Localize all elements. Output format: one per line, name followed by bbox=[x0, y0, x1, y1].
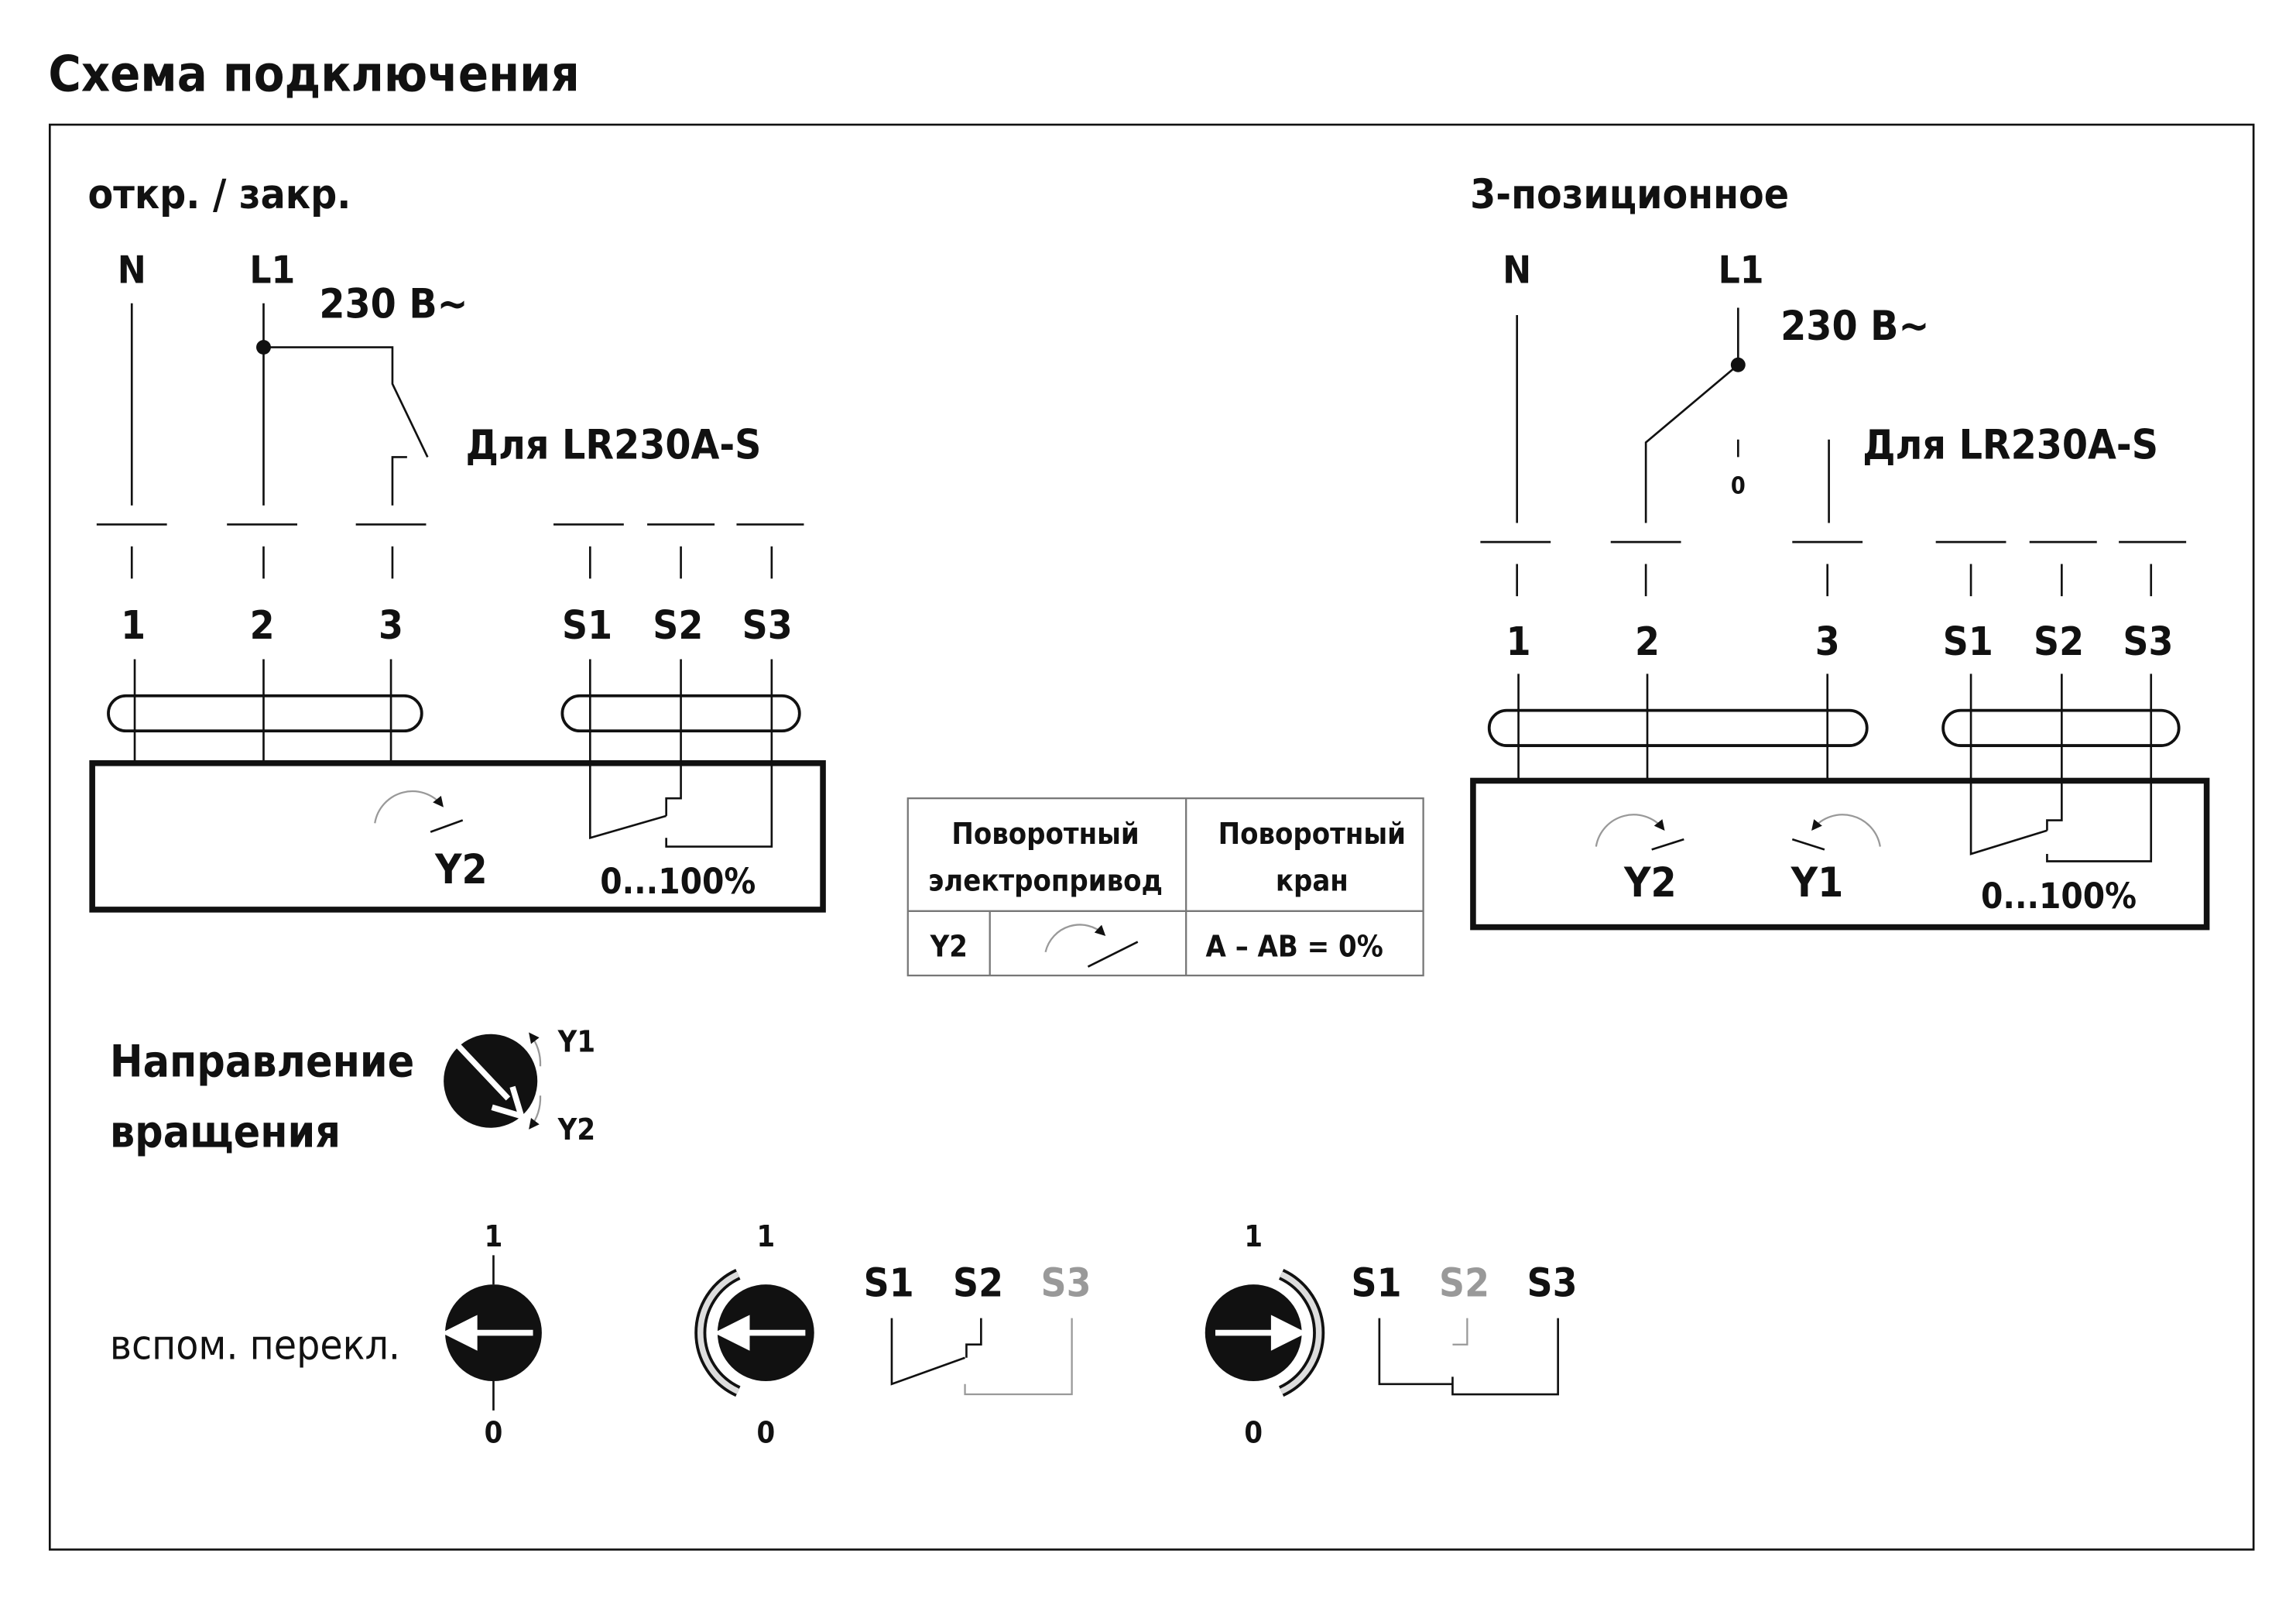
aux-switch-label: вспом. перекл. bbox=[110, 1322, 400, 1370]
supply-l1-label: L1 bbox=[1719, 247, 1764, 292]
rotation-arrow-icon bbox=[1811, 814, 1881, 847]
terminal-s3: S3 bbox=[2123, 619, 2173, 665]
terminal-s1: S1 bbox=[562, 603, 612, 649]
actuator-box bbox=[1470, 777, 2210, 931]
knob-top-label: 1 bbox=[1244, 1219, 1263, 1253]
knob-top-label: 1 bbox=[756, 1219, 775, 1253]
terminal-s2-inactive: S2 bbox=[1439, 1260, 1489, 1306]
model-note: Для LR230A-S bbox=[466, 421, 762, 468]
aux-knob-default: 1 0 bbox=[441, 1219, 542, 1449]
table-cell: A – AB = 0% bbox=[1206, 929, 1383, 963]
terminal-s2: S2 bbox=[2034, 619, 2084, 665]
terminal-s1: S1 bbox=[864, 1260, 914, 1306]
voltage-label: 230 В~ bbox=[1780, 303, 1929, 350]
open-close-diagram: откр. / закр. N L1 230 В~ Для LR230A-S 1… bbox=[87, 171, 826, 913]
diagram-frame bbox=[48, 123, 2255, 1551]
terminal-s3-inactive: S3 bbox=[1041, 1260, 1091, 1306]
terminal-s1: S1 bbox=[1943, 619, 1993, 665]
y2-label: Y2 bbox=[557, 1112, 595, 1147]
knob-top-label: 1 bbox=[485, 1219, 503, 1253]
knob-bottom-label: 0 bbox=[485, 1415, 503, 1449]
rotation-arrow-icon bbox=[1044, 924, 1106, 953]
rotation-arrow-icon bbox=[1595, 814, 1665, 847]
rotation-direction: Направление вращения Y1 Y2 bbox=[110, 1024, 595, 1157]
three-position-diagram: 3-позиционное N L1 230 В~ 0 Для LR230A-S… bbox=[1470, 171, 2210, 931]
terminal-s2: S2 bbox=[953, 1260, 1003, 1306]
supply-n-label: N bbox=[118, 247, 146, 292]
range-label: 0...100% bbox=[1981, 876, 2137, 917]
terminal-s3: S3 bbox=[1527, 1260, 1578, 1306]
supply-n-label: N bbox=[1503, 247, 1531, 292]
range-label: 0...100% bbox=[600, 861, 756, 902]
section-heading: откр. / закр. bbox=[87, 171, 351, 218]
terminal-s1: S1 bbox=[1352, 1260, 1402, 1306]
y1-label: Y1 bbox=[557, 1024, 595, 1058]
direction-label: Y2 bbox=[1623, 859, 1677, 907]
terminal-1: 1 bbox=[121, 603, 146, 649]
terminal-2: 2 bbox=[250, 603, 275, 649]
terminal-1: 1 bbox=[1506, 619, 1531, 665]
terminal-s2: S2 bbox=[653, 603, 703, 649]
supply-l1-label: L1 bbox=[249, 247, 295, 292]
valve-table: Поворотный электропривод Поворотный кран… bbox=[906, 797, 1424, 977]
switch-zero-label: 0 bbox=[1731, 473, 1746, 500]
terminal-3: 3 bbox=[379, 603, 403, 649]
rotation-label: Направление bbox=[110, 1037, 414, 1088]
cable-sleeve bbox=[107, 694, 423, 733]
terminal-2: 2 bbox=[1635, 619, 1660, 665]
section-heading: 3-позиционное bbox=[1470, 171, 1789, 218]
rotation-arrow-icon bbox=[374, 790, 444, 824]
table-header: кран bbox=[1276, 863, 1348, 897]
model-note: Для LR230A-S bbox=[1863, 421, 2158, 468]
table-header: Поворотный bbox=[1218, 817, 1406, 851]
junction-dot bbox=[256, 340, 271, 355]
rotation-label: вращения bbox=[110, 1106, 341, 1157]
page-title: Схема подключения bbox=[48, 46, 579, 104]
direction-label: Y2 bbox=[434, 846, 488, 893]
cable-sleeve bbox=[1487, 708, 1869, 747]
aux-switch: вспом. перекл. 1 0 1 0 S1 S2 S3 1 bbox=[110, 1219, 1578, 1449]
aux-knob-state1: 1 0 S1 S2 S3 bbox=[694, 1219, 1091, 1449]
knob-bottom-label: 0 bbox=[1244, 1415, 1263, 1449]
actuator-box bbox=[89, 759, 826, 913]
voltage-label: 230 В~ bbox=[319, 281, 468, 328]
knob-bottom-label: 0 bbox=[756, 1415, 775, 1449]
table-header: Поворотный bbox=[951, 817, 1139, 851]
table-header: электропривод bbox=[928, 863, 1163, 897]
terminal-3: 3 bbox=[1815, 619, 1840, 665]
terminal-s3: S3 bbox=[742, 603, 793, 649]
junction-dot bbox=[1730, 357, 1746, 372]
aux-knob-state2: 1 0 S1 S2 S3 bbox=[1205, 1219, 1578, 1449]
direction-label: Y1 bbox=[1791, 859, 1844, 907]
table-cell: Y2 bbox=[930, 929, 968, 963]
